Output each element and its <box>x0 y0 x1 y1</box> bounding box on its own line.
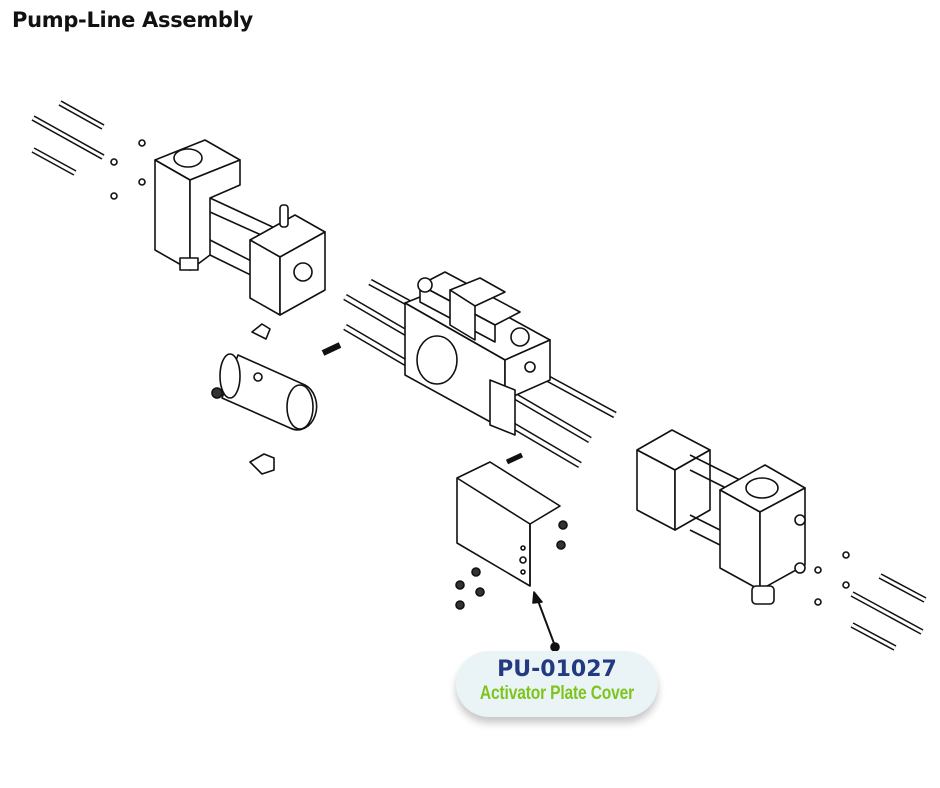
center-manifold <box>343 271 617 469</box>
fittings <box>211 323 342 475</box>
right-bolts <box>814 551 927 651</box>
callout-leader-arrow <box>532 591 560 652</box>
left-pump-housing <box>154 139 326 316</box>
page-title: Pump-Line Assembly <box>12 8 253 32</box>
right-pump-housing <box>636 429 806 605</box>
activator-plate-cover <box>455 452 568 610</box>
part-number: PU-01027 <box>497 657 617 682</box>
cylinder <box>219 353 318 431</box>
left-bolts <box>31 100 146 200</box>
part-name: Activator Plate Cover <box>479 683 635 704</box>
part-callout-label: PU-01027 Activator Plate Cover <box>456 651 658 717</box>
